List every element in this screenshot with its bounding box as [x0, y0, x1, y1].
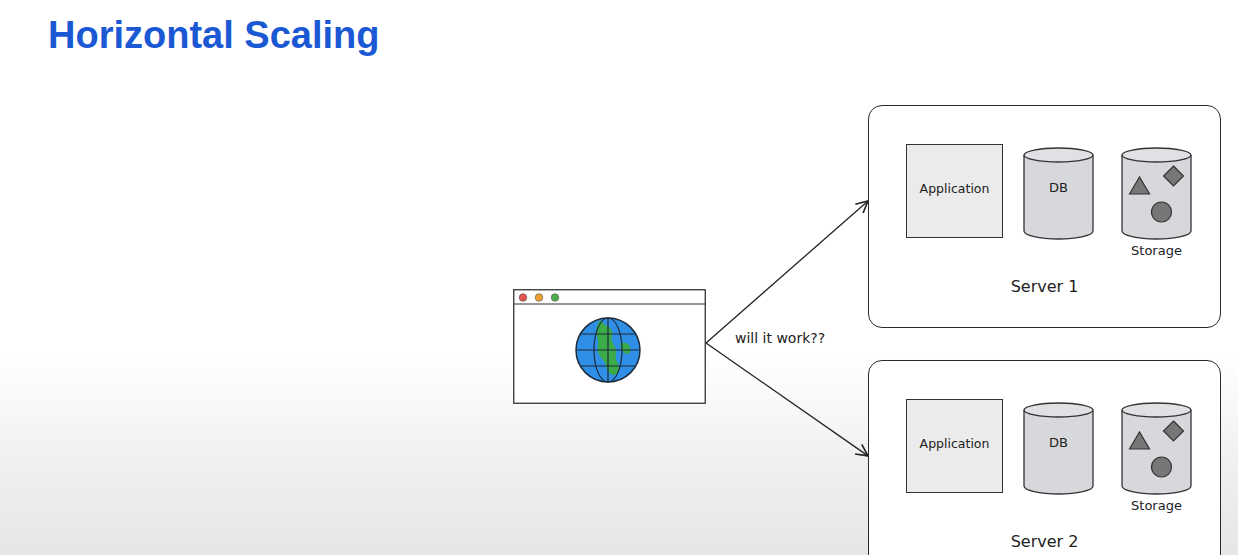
circle-icon — [1152, 457, 1172, 477]
server-name: Server 1 — [869, 277, 1220, 296]
note-label: will it work?? — [735, 330, 825, 346]
cylinder-body — [1122, 410, 1191, 494]
application-box: Application — [906, 144, 1003, 238]
server-box: Server 1 Application DB Storage — [868, 105, 1221, 328]
storage-label: Storage — [1131, 243, 1182, 258]
browser-window — [513, 289, 706, 404]
cylinder-top — [1024, 148, 1093, 162]
cylinder-body — [1024, 410, 1093, 494]
title-bar-line — [514, 303, 706, 304]
component-name: Application — [920, 436, 990, 451]
globe-sea — [576, 318, 640, 382]
browser-illustration — [513, 289, 706, 404]
request-arrow — [706, 201, 868, 343]
cylinder-top — [1122, 403, 1191, 417]
storage-label: Storage — [1131, 498, 1182, 513]
cylinder-outline — [1121, 147, 1192, 239]
window-frame — [514, 290, 706, 404]
cylinder-top — [1024, 403, 1093, 417]
globe-latitude — [580, 365, 635, 366]
diamond-icon — [1164, 166, 1184, 186]
globe-latitude — [580, 333, 635, 334]
component-name: Application — [920, 181, 990, 196]
server-name: Server 2 — [869, 532, 1220, 551]
cylinder-top — [1122, 148, 1191, 162]
cylinder-outline — [1121, 402, 1192, 494]
cylinder-body — [1024, 155, 1093, 239]
database-cylinder: DB — [1023, 402, 1094, 494]
cylinder-body — [1122, 155, 1191, 239]
storage-cylinder: Storage — [1121, 147, 1192, 239]
window-dot — [519, 294, 527, 302]
title: Horizontal Scaling — [48, 14, 379, 57]
globe-latitude — [576, 349, 640, 350]
window-dot — [551, 294, 559, 302]
database-cylinder: DB — [1023, 147, 1094, 239]
globe-outline — [576, 318, 640, 382]
server-box: Server 2 Application DB Storage — [868, 360, 1221, 555]
diamond-icon — [1164, 421, 1184, 441]
component-name: DB — [1049, 180, 1068, 195]
component-name: DB — [1049, 435, 1068, 450]
triangle-icon — [1130, 177, 1150, 194]
circle-icon — [1152, 202, 1172, 222]
request-arrow — [706, 343, 868, 456]
window-dot — [535, 294, 543, 302]
globe-icon — [576, 318, 640, 382]
triangle-icon — [1130, 432, 1150, 449]
application-box: Application — [906, 399, 1003, 493]
storage-cylinder: Storage — [1121, 402, 1192, 494]
